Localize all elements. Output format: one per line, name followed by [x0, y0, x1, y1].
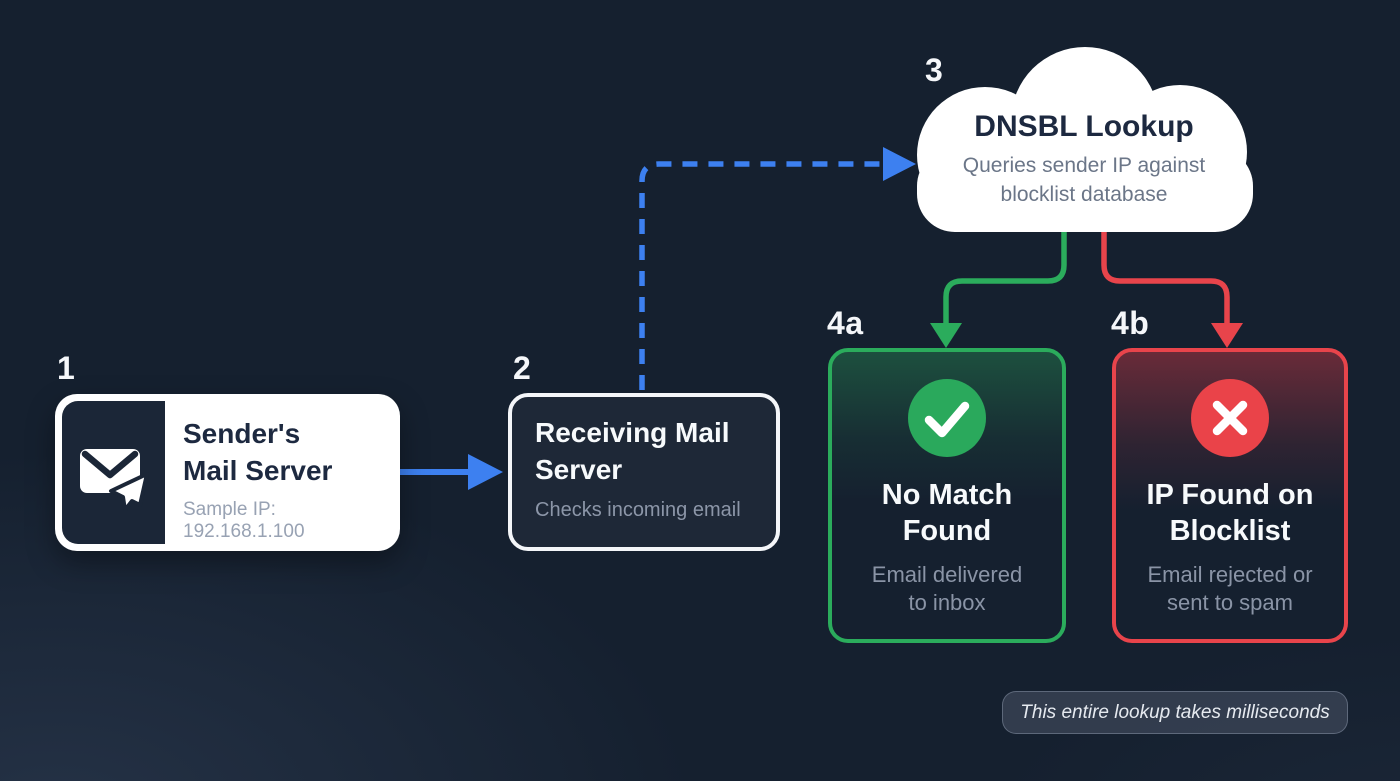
blocked-title: IP Found on Blocklist: [1116, 477, 1344, 549]
lookup-subtitle-line1: Queries sender IP against: [962, 154, 1206, 177]
step-label-4a: 4a: [827, 305, 864, 341]
receiver-subtitle: Checks incoming email: [535, 499, 741, 521]
blocked-title-line2: Blocklist: [1169, 515, 1291, 547]
step-label-2: 2: [513, 350, 532, 386]
blocked-subtitle-line2: sent to spam: [1167, 590, 1293, 615]
receiver-text-block: Receiving Mail Server Checks incoming em…: [535, 414, 741, 522]
footnote-pill: This entire lookup takes milliseconds: [1002, 691, 1348, 734]
sender-icon-panel: [62, 401, 165, 544]
arrowhead-down-icon: [1211, 323, 1243, 348]
blocked-subtitle-line1: Email rejected or: [1147, 562, 1313, 587]
receiver-title-line1: Receiving Mail: [535, 417, 730, 448]
blocked-subtitle: Email rejected or sent to spam: [1116, 561, 1344, 617]
nomatch-subtitle-line1: Email delivered: [871, 562, 1023, 587]
nomatch-title-line1: No Match: [881, 479, 1013, 511]
arrow-sender-to-receiver: [400, 454, 503, 490]
receiver-title-line2: Server: [535, 454, 623, 485]
nomatch-subtitle-line2: to inbox: [908, 590, 986, 615]
blocked-title-line1: IP Found on: [1146, 479, 1314, 511]
node-receiving-mail-server: Receiving Mail Server Checks incoming em…: [508, 393, 780, 551]
x-circle-icon: [1191, 379, 1269, 457]
sender-title: Sender's Mail Server: [183, 415, 400, 489]
node-sender-mail-server: Sender's Mail Server Sample IP: 192.168.…: [55, 394, 400, 551]
arrowhead-down-icon: [930, 323, 962, 348]
sender-subtitle: Sample IP: 192.168.1.100: [183, 499, 305, 542]
step-label-1: 1: [57, 350, 76, 386]
sender-title-line1: Sender's: [183, 418, 301, 449]
lookup-subtitle-line2: blocklist database: [1000, 183, 1168, 206]
arrowhead-right-icon: [883, 147, 916, 181]
arrow-receiver-to-lookup-dashed: [639, 147, 916, 390]
nomatch-title-line2: Found: [902, 515, 992, 547]
footnote-text: This entire lookup takes milliseconds: [1020, 701, 1330, 723]
sender-title-line2: Mail Server: [183, 455, 333, 486]
arrow-lookup-to-blocked: [1101, 228, 1243, 348]
nomatch-title: No Match Found: [832, 477, 1062, 549]
arrow-lookup-to-nomatch: [930, 228, 1067, 348]
nomatch-subtitle: Email delivered to inbox: [832, 561, 1062, 617]
lookup-title: DNSBL Lookup: [974, 110, 1194, 143]
sender-text-block: Sender's Mail Server Sample IP: 192.168.…: [183, 415, 400, 543]
node-ip-found-on-blocklist: IP Found on Blocklist Email rejected or …: [1112, 348, 1348, 643]
check-circle-icon: [908, 379, 986, 457]
cloud-shape: [917, 47, 1253, 232]
arrowhead-right-icon: [468, 454, 503, 490]
step-label-4b: 4b: [1111, 305, 1150, 341]
step-label-3: 3: [925, 52, 944, 88]
node-no-match-found: No Match Found Email delivered to inbox: [828, 348, 1066, 643]
receiver-title: Receiving Mail Server: [535, 414, 741, 488]
mail-send-icon: [79, 448, 149, 511]
lookup-subtitle: Queries sender IP against blocklist data…: [928, 151, 1240, 209]
